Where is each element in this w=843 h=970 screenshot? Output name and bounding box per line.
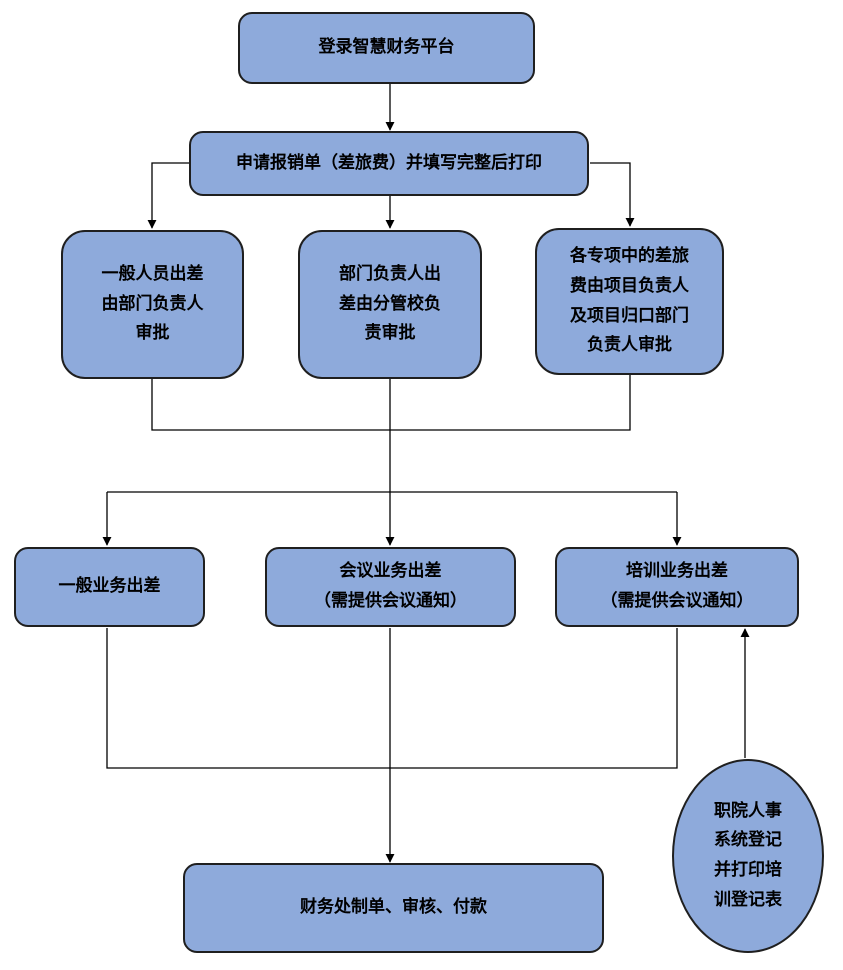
login-label: 登录智慧财务平台 xyxy=(318,37,455,58)
trip-general-node: 一般业务出差 xyxy=(14,547,205,627)
approve-dept-head-label: 部门负责人出 差由分管校负 责审批 xyxy=(339,263,441,344)
trip-training-label: 培训业务出差 （需提供会议通知） xyxy=(600,561,754,611)
trip-meeting-node: 会议业务出差 （需提供会议通知） xyxy=(265,547,516,627)
fill-form-node: 申请报销单（差旅费）并填写完整后打印 xyxy=(189,131,589,196)
fill-form-label: 申请报销单（差旅费）并填写完整后打印 xyxy=(236,152,542,173)
trip-training-node: 培训业务出差 （需提供会议通知） xyxy=(555,547,799,627)
arrow-fill-to-project xyxy=(590,162,635,227)
login-node: 登录智慧财务平台 xyxy=(238,12,535,84)
arrow-fill-to-general xyxy=(147,162,190,229)
approve-dept-head-node: 部门负责人出 差由分管校负 责审批 xyxy=(298,230,482,379)
finance-label: 财务处制单、审核、付款 xyxy=(300,897,487,918)
trip-merge-line xyxy=(106,628,678,769)
trip-general-label: 一般业务出差 xyxy=(58,576,161,597)
hr-system-node: 职院人事 系统登记 并打印培 训登记表 xyxy=(672,759,824,953)
trip-meeting-label: 会议业务出差 （需提供会议通知） xyxy=(314,561,467,611)
hr-system-label: 职院人事 系统登记 并打印培 训登记表 xyxy=(714,800,782,910)
finance-node: 财务处制单、审核、付款 xyxy=(183,863,604,953)
approve-general-node: 一般人员出差 由部门负责人 审批 xyxy=(61,230,244,379)
approve-project-node: 各专项中的差旅 费由项目负责人 及项目归口部门 负责人审批 xyxy=(535,228,724,375)
approve-general-label: 一般人员出差 由部门负责人 审批 xyxy=(101,263,204,344)
approve-project-label: 各专项中的差旅 费由项目负责人 及项目归口部门 负责人审批 xyxy=(570,246,689,356)
approval-merge-line xyxy=(151,374,631,431)
